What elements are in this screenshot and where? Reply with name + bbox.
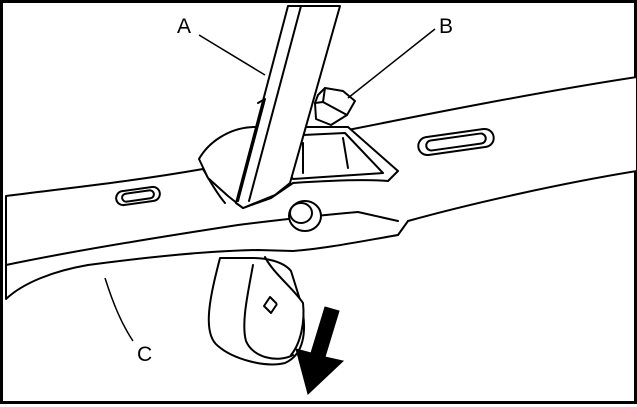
leader-B [347,28,436,99]
slot-right-inner [425,132,487,152]
callout-B: B [439,15,453,38]
clip-hook [264,256,305,356]
beam-lower-edge [5,211,399,266]
bracket-slot-wall [302,137,349,174]
leader-C [104,277,134,342]
technical-illustration: A B C [5,5,637,395]
callout-A: A [177,15,191,38]
bar-A-back-edge [237,98,266,202]
pin-button-inner [289,202,313,224]
down-left-arrow-icon [295,306,345,395]
release-tab-B [314,87,356,126]
leader-A [198,34,266,76]
slot-left-inner [121,189,155,203]
bar-A-edge [248,5,302,202]
clip-tab-square-hole [263,296,278,314]
callout-C: C [137,343,152,366]
bar-A [235,5,341,209]
clip-tab-inner-edge [243,264,294,360]
release-tab-B-face [314,87,348,116]
